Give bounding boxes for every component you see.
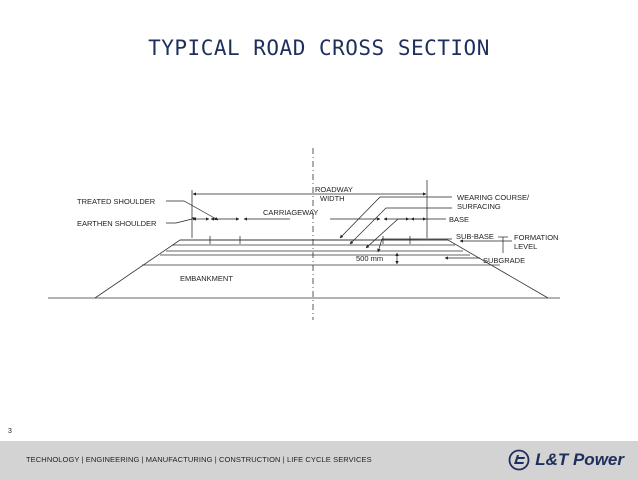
- brand: L&T Power: [508, 449, 624, 471]
- label-roadway: ROADWAY: [315, 185, 353, 194]
- base-leader: [365, 218, 446, 249]
- road-cross-section-diagram: TREATED SHOULDER EARTHEN SHOULDER CARRIA…: [48, 148, 560, 320]
- label-embankment: EMBANKMENT: [180, 274, 233, 283]
- sub-base-leader: [377, 238, 452, 253]
- label-earthen-shoulder: EARTHEN SHOULDER: [77, 219, 157, 228]
- earthen-shoulder-leader: [166, 217, 197, 224]
- label-wearing-course: WEARING COURSE/: [457, 193, 530, 202]
- label-carriageway: CARRIAGEWAY: [263, 208, 318, 217]
- label-level: LEVEL: [514, 242, 537, 251]
- page-number: 3: [8, 428, 12, 435]
- treated-shoulder-leader: [166, 200, 219, 221]
- footer-tagline: TECHNOLOGY | ENGINEERING | MANUFACTURING…: [26, 455, 372, 464]
- brand-name: L&T Power: [535, 450, 624, 469]
- page-title: TYPICAL ROAD CROSS SECTION: [148, 36, 490, 60]
- embankment-outline: [94, 239, 549, 299]
- label-sub-base: SUB-BASE: [456, 232, 494, 241]
- label-width: WIDTH: [320, 194, 345, 203]
- label-dimension-500: 500 mm: [356, 254, 383, 263]
- label-subgrade: SUBGRADE: [483, 256, 525, 265]
- label-formation: FORMATION: [514, 233, 558, 242]
- label-treated-shoulder: TREATED SHOULDER: [77, 197, 156, 206]
- surfacing-leader: [349, 207, 452, 245]
- lt-logo-icon: [508, 449, 530, 471]
- footer-bar: TECHNOLOGY | ENGINEERING | MANUFACTURING…: [0, 441, 638, 479]
- label-base: BASE: [449, 215, 469, 224]
- structure-lines: [48, 148, 560, 320]
- wearing-course-leader: [339, 196, 452, 239]
- leader-lines: [166, 196, 512, 260]
- label-surfacing: SURFACING: [457, 202, 501, 211]
